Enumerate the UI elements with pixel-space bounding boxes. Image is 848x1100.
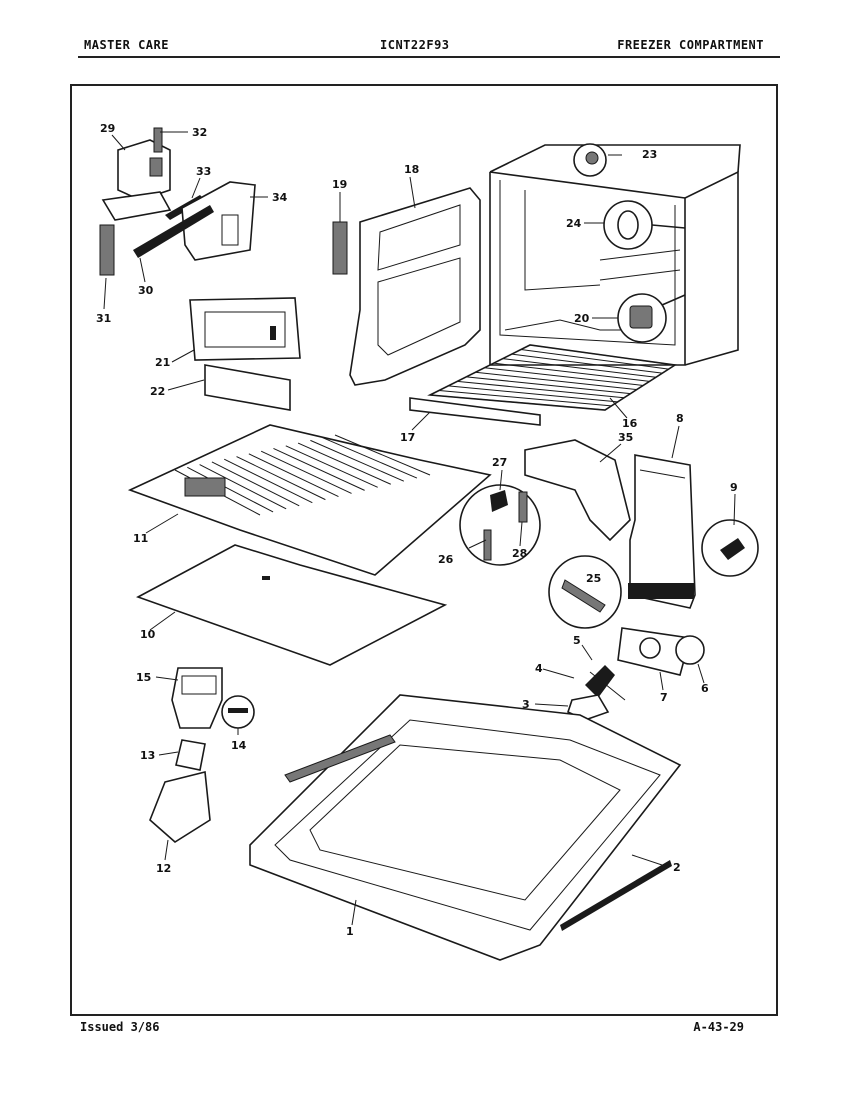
floor-rib: [334, 434, 431, 476]
header-model-number: ICNT22F93: [380, 38, 450, 52]
header-section-title: FREEZER COMPARTMENT: [617, 38, 764, 52]
detail-circle-26-27-28: [459, 484, 541, 566]
footer-page-code: A-43-29: [693, 1020, 744, 1034]
callout-6: 6: [701, 682, 709, 695]
callout-32: 32: [192, 126, 207, 139]
light-socket-24: [603, 200, 686, 250]
callout-33: 33: [196, 165, 211, 178]
callout-16: 16: [622, 417, 638, 430]
floor-rib: [187, 466, 274, 513]
wire-shelf: [409, 344, 678, 426]
shelf-wire: [511, 353, 663, 374]
callout-1: 1: [346, 925, 354, 938]
drain-fitting-23: [573, 143, 607, 177]
insulation-pad: [136, 544, 448, 666]
callout-4: 4: [535, 662, 543, 675]
floor-rib: [285, 445, 378, 488]
shelf-wire: [429, 394, 606, 411]
thermostat-control-20: [617, 293, 686, 343]
callout-13: 13: [140, 749, 155, 762]
callout-27: 27: [492, 456, 507, 469]
header-model-brand: MASTER CARE: [84, 38, 169, 52]
callout-21: 21: [155, 356, 170, 369]
header-rule: [78, 56, 780, 58]
callout-31: 31: [96, 312, 111, 325]
footer-issue-date: Issued 3/86: [80, 1020, 160, 1034]
callout-14: 14: [231, 739, 247, 752]
callout-29: 29: [100, 122, 115, 135]
shelf-wire: [502, 358, 656, 378]
callout-labels: 29 32 33 34 30 31 19 18 23 24 20 21 22 1…: [96, 122, 738, 938]
callout-8: 8: [676, 412, 684, 425]
floor-rib: [297, 442, 391, 485]
shelf-wire: [457, 380, 625, 399]
air-duct: [524, 439, 631, 542]
shelf-wire: [448, 385, 618, 403]
callout-22: 22: [150, 385, 165, 398]
callout-24: 24: [566, 217, 582, 230]
callout-12: 12: [156, 862, 171, 875]
callout-9: 9: [730, 481, 738, 494]
floor-rib: [224, 458, 313, 504]
floor-rib: [199, 464, 287, 510]
callout-25: 25: [586, 572, 601, 585]
callout-5: 5: [573, 634, 581, 647]
callout-15: 15: [136, 671, 151, 684]
shelf-wire: [466, 376, 631, 395]
callout-28: 28: [512, 547, 527, 560]
floor-rib: [211, 461, 300, 507]
callout-11: 11: [133, 532, 148, 545]
floor-rib: [236, 456, 326, 501]
ice-accessories: [149, 667, 255, 843]
detail-circle-25: [548, 555, 622, 629]
callout-17: 17: [400, 431, 415, 444]
floor-rib: [260, 450, 352, 494]
callout-30: 30: [138, 284, 154, 297]
shelf-wire: [484, 367, 644, 386]
shelf-wire: [475, 371, 637, 391]
callout-2: 2: [673, 861, 681, 874]
hinge-assembly: [99, 127, 256, 276]
shelf-wire: [520, 349, 669, 370]
evaporator-cover: [628, 454, 696, 609]
floor-rib: [322, 437, 418, 479]
callout-20: 20: [574, 312, 590, 325]
shelf-wire: [493, 362, 650, 382]
callout-19: 19: [332, 178, 347, 191]
callout-35: 35: [618, 431, 633, 444]
callout-7: 7: [660, 691, 668, 704]
freezer-liner-tray: [249, 694, 682, 961]
freezer-floor: [127, 424, 492, 576]
floor-rib: [248, 453, 339, 497]
floor-rib: [310, 439, 405, 482]
freezer-cabinet: [489, 144, 741, 366]
shelf-wire: [529, 344, 676, 366]
shelf-wire: [439, 389, 612, 407]
leader-lines: [103, 131, 736, 926]
callout-26: 26: [438, 553, 454, 566]
detail-circle-9: [701, 519, 759, 577]
freezer-door-liner: [332, 187, 481, 386]
fan-assembly: [567, 627, 705, 721]
floor-rib: [273, 448, 365, 491]
callout-23: 23: [642, 148, 657, 161]
callout-10: 10: [140, 628, 156, 641]
diagram-frame: [70, 84, 778, 1016]
callout-34: 34: [272, 191, 288, 204]
callout-18: 18: [404, 163, 419, 176]
control-housing: [189, 297, 301, 411]
callout-3: 3: [522, 698, 530, 711]
